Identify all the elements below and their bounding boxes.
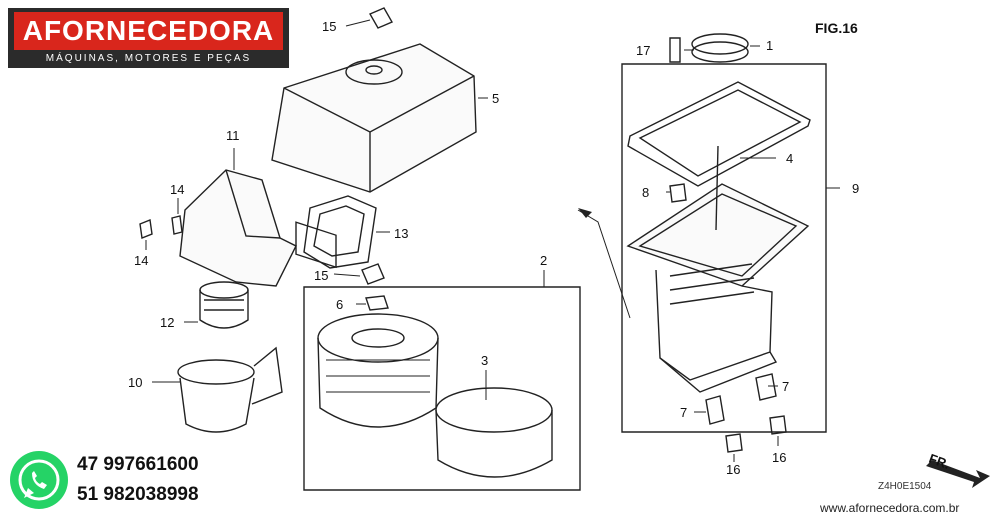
element-cover	[179, 169, 297, 287]
callout-14a: 14	[170, 182, 184, 197]
nut-8	[669, 183, 687, 203]
wing-nut-15a	[369, 7, 393, 29]
callout-16b: 16	[772, 450, 786, 465]
callout-15b: 15	[314, 268, 328, 283]
callout-17: 17	[636, 43, 650, 58]
callout-1: 1	[766, 38, 773, 53]
nut-16a	[725, 433, 743, 453]
phone-number-1[interactable]: 47 997661600	[77, 454, 199, 475]
figure-label: FIG.16	[815, 20, 858, 36]
elbow-10	[177, 346, 283, 433]
callout-3: 3	[481, 353, 488, 368]
callout-4: 4	[786, 151, 793, 166]
wing-nut-15b	[361, 263, 385, 285]
direction-label: FR.	[927, 451, 952, 472]
bracket-group-9	[621, 63, 827, 433]
phone-number-2[interactable]: 51 982038998	[77, 484, 199, 505]
brand-logo: AFORNECEDORA MÁQUINAS, MOTORES E PEÇAS	[8, 8, 289, 68]
website-link[interactable]: www.afornecedora.com.br	[820, 501, 960, 515]
brand-tagline: MÁQUINAS, MOTORES E PEÇAS	[45, 53, 252, 64]
air-cleaner-cover	[271, 43, 477, 269]
nut-6	[365, 295, 389, 311]
bracket-group-2	[303, 286, 581, 491]
figure-code: Z4H0E1504	[878, 481, 932, 492]
bolt-17	[669, 37, 681, 63]
gasket-4	[627, 81, 811, 187]
brand-name: AFORNECEDORA	[14, 12, 283, 50]
stud-bolt	[715, 145, 719, 231]
callout-12: 12	[160, 315, 174, 330]
callout-6: 6	[336, 297, 343, 312]
air-cleaner-base	[626, 183, 810, 393]
callout-8: 8	[642, 185, 649, 200]
callout-7b: 7	[680, 405, 687, 420]
bolt-14b	[139, 219, 153, 239]
callout-14b: 14	[134, 253, 148, 268]
callout-2: 2	[540, 253, 547, 268]
foam-element	[435, 387, 553, 478]
callout-5: 5	[492, 91, 499, 106]
nut-16b	[769, 415, 787, 435]
ring-1	[691, 33, 749, 63]
filter-12	[199, 281, 249, 329]
contact-block: 47 997661600 51 982038998	[10, 446, 242, 514]
air-filter-element	[317, 313, 439, 428]
tube-7b	[755, 373, 777, 401]
callout-10: 10	[128, 375, 142, 390]
tube-7a	[705, 395, 725, 425]
callout-16a: 16	[726, 462, 740, 477]
bolt-14a	[171, 215, 183, 235]
callout-7a: 7	[782, 379, 789, 394]
whatsapp-icon	[10, 451, 68, 509]
front-direction-arrow	[926, 460, 990, 488]
gasket-13	[303, 195, 377, 269]
callout-13: 13	[394, 226, 408, 241]
callout-15a: 15	[322, 19, 336, 34]
callout-9: 9	[852, 181, 859, 196]
callout-11: 11	[226, 128, 240, 143]
